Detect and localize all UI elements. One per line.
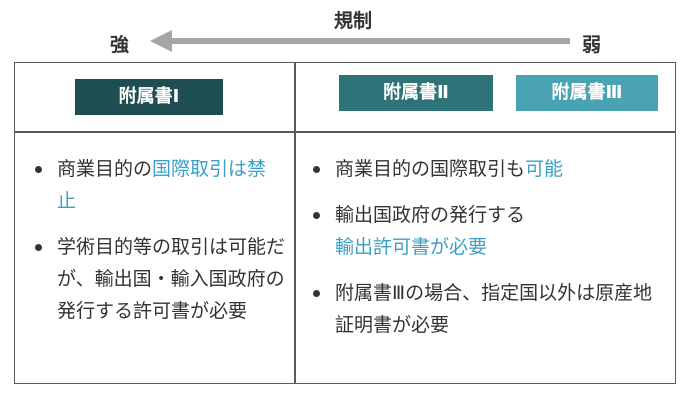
- weak-label: 弱: [582, 34, 602, 56]
- regulation-arrow: [150, 30, 570, 52]
- header-divider: [15, 131, 675, 133]
- bullet-item: 輸出国政府の発行する輸出許可書が必要: [311, 199, 671, 263]
- strong-label: 強: [110, 34, 130, 56]
- annex-3-badge: 附属書Ⅲ: [516, 75, 658, 111]
- arrow-head: [150, 30, 172, 52]
- bullet-item: 附属書Ⅲの場合、指定国以外は原産地証明書が必要: [311, 277, 671, 341]
- bullet-item: 商業目的の国際取引も可能: [311, 153, 671, 185]
- right-column: 商業目的の国際取引も可能 輸出国政府の発行する輸出許可書が必要 附属書Ⅲの場合、…: [311, 153, 671, 355]
- regulation-title: 規制: [334, 10, 373, 32]
- annex-1-badge: 附属書I: [75, 79, 223, 115]
- bullet-item: 学術目的等の取引は可能だが、輸出国・輸入国政府の発行する許可書が必要: [33, 231, 285, 327]
- annex-2-badge: 附属書Ⅱ: [339, 75, 493, 111]
- bullet-item: 商業目的の国際取引は禁止: [33, 153, 285, 217]
- annex-table: 附属書I 附属書Ⅱ 附属書Ⅲ 商業目的の国際取引は禁止 学術目的等の取引は可能だ…: [14, 62, 676, 384]
- column-divider: [294, 63, 296, 383]
- left-column: 商業目的の国際取引は禁止 学術目的等の取引は可能だが、輸出国・輸入国政府の発行す…: [33, 153, 285, 341]
